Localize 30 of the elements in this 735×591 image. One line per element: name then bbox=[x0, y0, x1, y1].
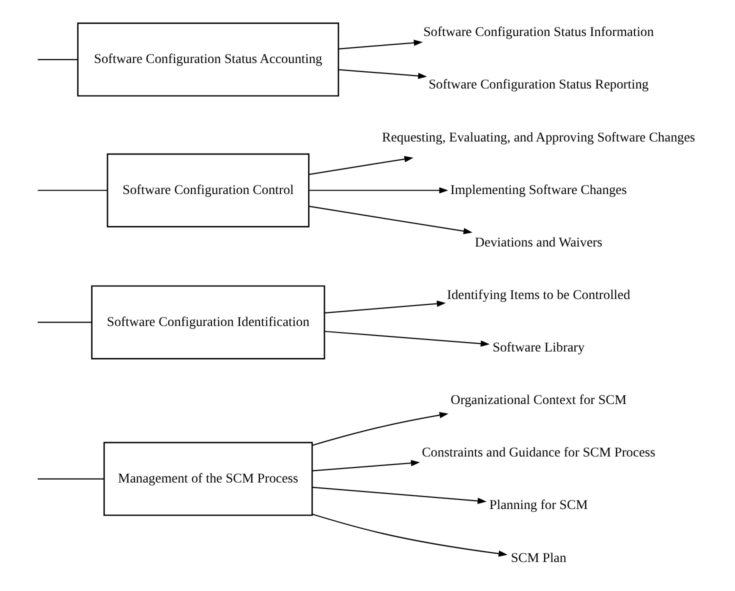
node-text: SCM Plan bbox=[510, 550, 566, 565]
arrow bbox=[312, 486, 487, 504]
node-text: Software Configuration Status Information bbox=[423, 24, 654, 40]
arrow bbox=[324, 300, 446, 314]
arrow bbox=[309, 206, 472, 234]
node-text: Constraints and Guidance for SCM Process bbox=[422, 444, 656, 460]
node-text: Deviations and Waivers bbox=[474, 234, 602, 250]
node-box: Management of the SCM Process bbox=[103, 442, 313, 516]
arrow bbox=[309, 187, 448, 194]
arrow bbox=[312, 412, 448, 446]
node-text: Planning for SCM bbox=[489, 497, 588, 512]
connector bbox=[38, 58, 78, 60]
node-text: Implementing Software Changes bbox=[450, 182, 627, 197]
connector bbox=[38, 478, 104, 480]
node-box: Software Configuration Status Accounting bbox=[77, 22, 340, 97]
arrow bbox=[312, 460, 420, 472]
node-text: Requesting, Evaluating, and Approving Software Changes bbox=[382, 129, 696, 144]
node-text: Software Library bbox=[492, 340, 585, 355]
connector bbox=[38, 190, 108, 191]
arrow bbox=[309, 156, 414, 175]
node-text: Identifying Items to be Controlled bbox=[447, 286, 630, 302]
arrow bbox=[324, 330, 490, 347]
arrow bbox=[312, 514, 508, 557]
node-text: Software Configuration Status Reporting bbox=[428, 76, 649, 92]
arrow bbox=[338, 40, 423, 50]
node-box: Software Configuration Identification bbox=[91, 285, 326, 360]
node-text: Organizational Context for SCM bbox=[450, 392, 627, 408]
arrow bbox=[338, 69, 428, 80]
node-box: Software Configuration Control bbox=[106, 153, 310, 228]
connector bbox=[38, 322, 92, 323]
